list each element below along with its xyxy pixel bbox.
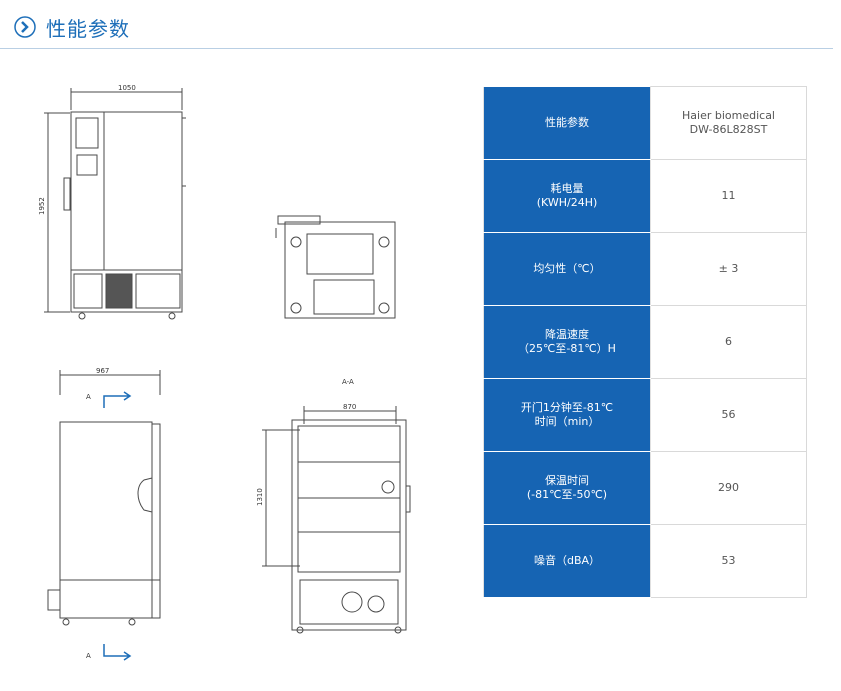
section-view-drawing: A-A 870 1310 xyxy=(256,378,411,634)
row-value: ± 3 xyxy=(650,232,807,306)
row-label: 保温时间 (-81℃至-50℃) xyxy=(483,451,651,525)
table-row: 均匀性（℃） ± 3 xyxy=(483,232,807,306)
row-label: 性能参数 xyxy=(483,86,651,160)
side-view-drawing: 967 A A xyxy=(47,367,161,661)
table-row: 噪音（dBA） 53 xyxy=(483,524,807,598)
section-marker-bottom: A xyxy=(86,652,91,660)
section-width-dim: 870 xyxy=(343,403,356,411)
chevron-right-icon xyxy=(14,16,36,38)
row-value: 290 xyxy=(650,451,807,525)
front-height-dim: 1952 xyxy=(38,197,46,215)
section-label: A-A xyxy=(342,378,354,386)
top-view-drawing xyxy=(275,215,396,319)
section-header: 性能参数 xyxy=(14,12,130,42)
row-value: Haier biomedical DW-86L828ST xyxy=(650,86,807,160)
side-depth-dim: 967 xyxy=(96,367,109,375)
table-row: 性能参数 Haier biomedical DW-86L828ST xyxy=(483,86,807,160)
front-width-dim: 1050 xyxy=(118,84,136,92)
section-marker-top: A xyxy=(86,393,91,401)
row-value: 6 xyxy=(650,305,807,379)
page-title: 性能参数 xyxy=(46,16,130,41)
front-view-drawing: 1050 1952 xyxy=(38,84,186,320)
row-label: 开门1分钟至-81℃ 时间（min） xyxy=(483,378,651,452)
section-height-dim: 1310 xyxy=(256,488,264,506)
row-label: 噪音（dBA） xyxy=(483,524,651,598)
table-row: 降温速度 （25℃至-81℃）H 6 xyxy=(483,305,807,379)
row-value: 11 xyxy=(650,159,807,233)
row-label: 均匀性（℃） xyxy=(483,232,651,306)
table-row: 耗电量 (KWH/24H) 11 xyxy=(483,159,807,233)
row-label: 耗电量 (KWH/24H) xyxy=(483,159,651,233)
row-label: 降温速度 （25℃至-81℃）H xyxy=(483,305,651,379)
row-value: 53 xyxy=(650,524,807,598)
row-value: 56 xyxy=(650,378,807,452)
header-divider xyxy=(0,48,833,49)
spec-table: 性能参数 Haier biomedical DW-86L828ST 耗电量 (K… xyxy=(483,86,807,598)
table-row: 开门1分钟至-81℃ 时间（min） 56 xyxy=(483,378,807,452)
table-row: 保温时间 (-81℃至-50℃) 290 xyxy=(483,451,807,525)
